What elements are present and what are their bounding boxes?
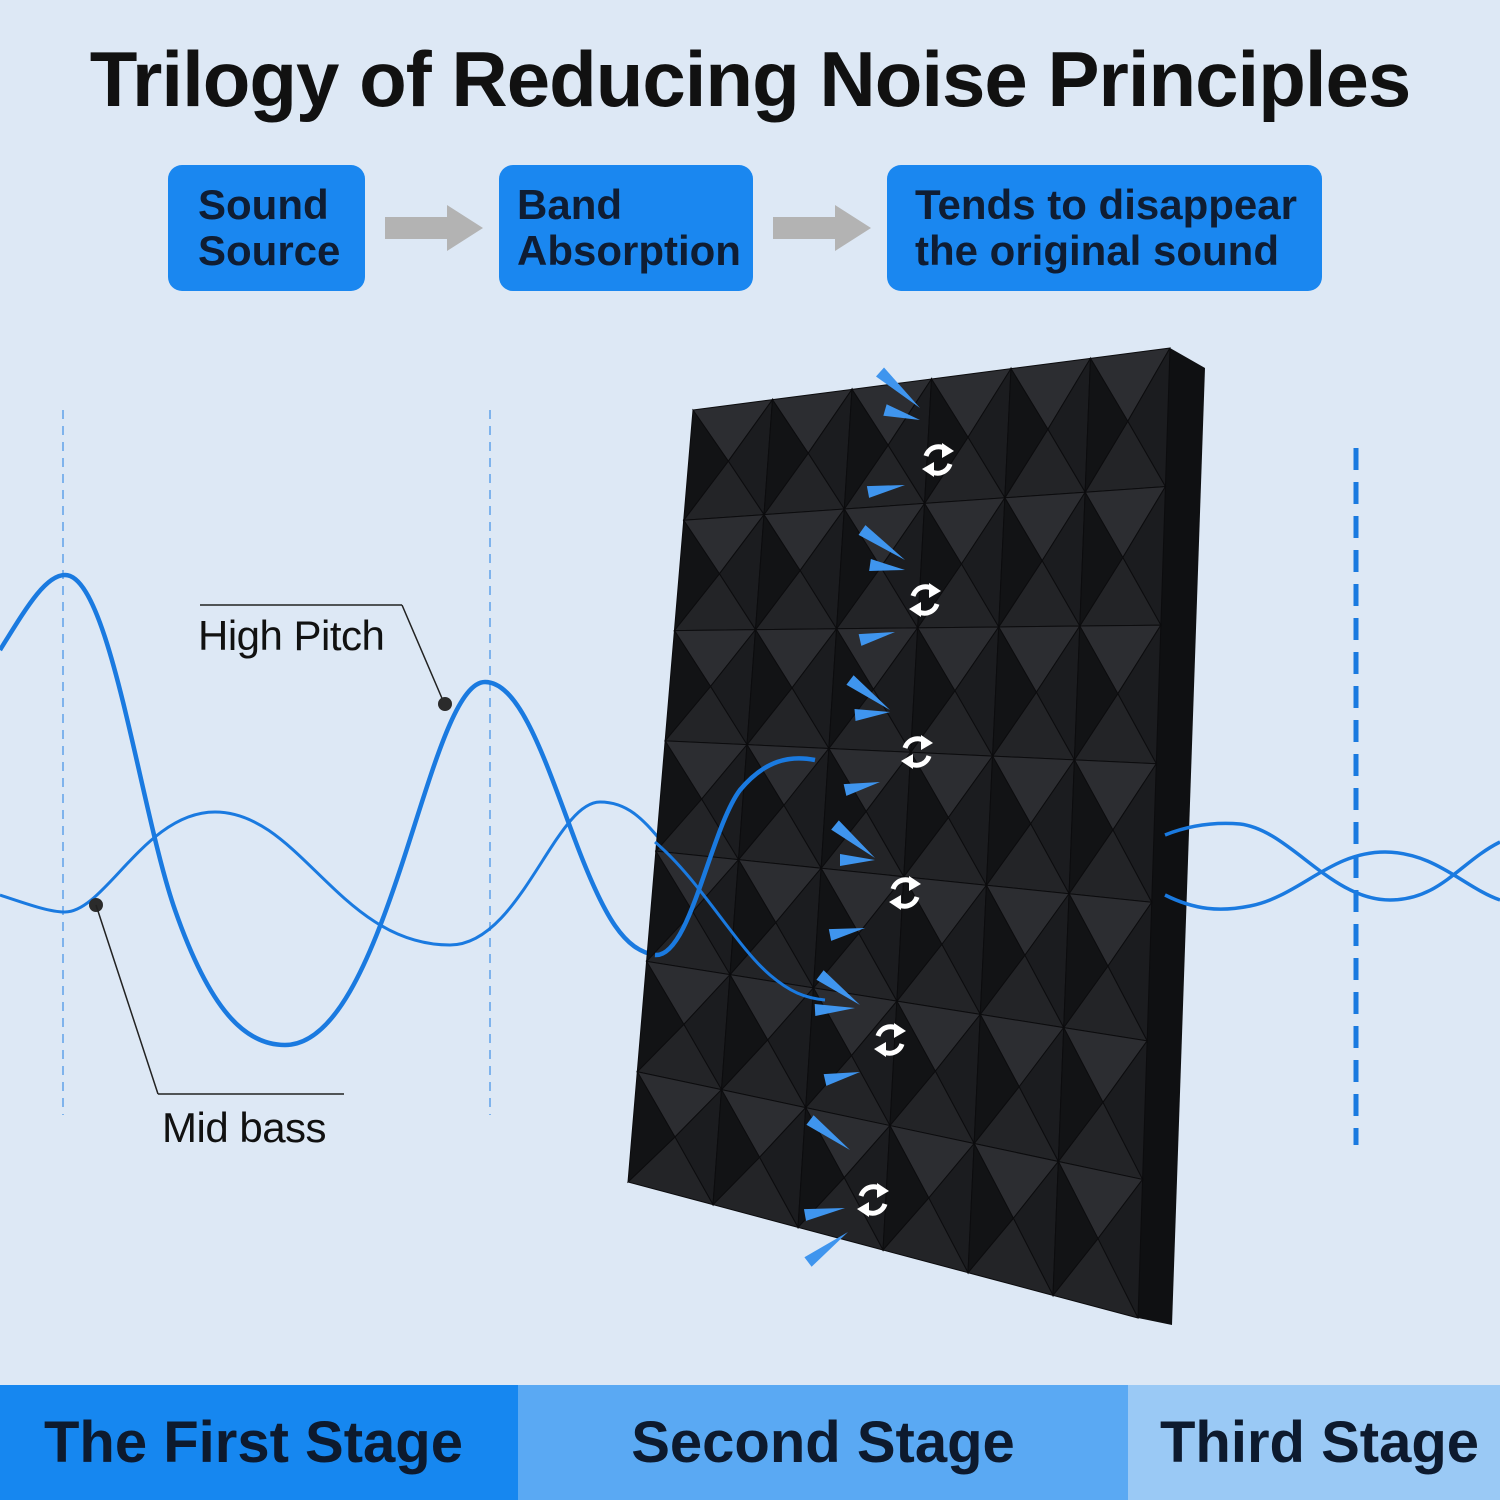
rotate-icon: [889, 876, 921, 910]
foam-pyramid-face: [843, 387, 889, 511]
rotate-icon: [922, 443, 954, 477]
foam-pyramids: [627, 347, 1171, 1319]
absorb-arrow-icon: [883, 404, 920, 420]
absorb-arrow-icon: [843, 782, 880, 796]
foam-pyramid-face: [1052, 1159, 1099, 1297]
foam-pyramid-face: [903, 750, 949, 879]
acoustic-foam-panel: [627, 347, 1205, 1325]
mid-bass-wave-on-foam: [654, 840, 826, 1002]
high-pitch-wave-on-foam: [654, 756, 816, 958]
step-band-absorption: Band Absorption: [499, 165, 753, 291]
absorption-markers: [803, 367, 954, 1267]
absorb-arrow-icon: [816, 970, 860, 1005]
step-label: Tends to disappear the original sound: [915, 181, 1297, 274]
foam-pyramid-face: [746, 628, 793, 747]
absorb-arrow-icon: [869, 559, 905, 571]
stage-bar: The First Stage Second Stage Third Stage: [0, 1385, 1500, 1500]
stage-label: The First Stage: [44, 1410, 463, 1475]
rotate-icon: [874, 1023, 906, 1057]
stage-first: The First Stage: [0, 1385, 518, 1500]
foam-pyramid-face: [973, 1012, 1020, 1146]
mid-bass-wave: [0, 800, 681, 947]
foam-pyramid-face: [1084, 356, 1129, 493]
absorb-arrow-icon: [866, 485, 905, 498]
foam-pyramid-face: [1079, 490, 1124, 628]
stage-second: Second Stage: [518, 1385, 1128, 1500]
foam-pyramid-face: [683, 408, 729, 522]
step-label: Band Absorption: [517, 181, 741, 274]
absorb-arrow-icon: [806, 1115, 850, 1150]
absorb-arrow-icon: [840, 854, 875, 866]
rotate-icon: [909, 583, 941, 617]
noise-reduction-illustration: [0, 347, 1500, 1325]
stage-third: Third Stage: [1128, 1385, 1500, 1500]
foam-pyramid-face: [636, 959, 685, 1074]
step-label: Sound Source: [198, 181, 341, 274]
absorb-arrow-icon: [875, 367, 920, 408]
foam-pyramid-face: [998, 496, 1043, 629]
foam-pyramid-face: [655, 739, 703, 853]
foam-pyramid-face: [917, 501, 963, 630]
arrow-right-icon: [773, 205, 871, 251]
absorb-arrow-icon: [846, 675, 890, 710]
foam-pyramid-face: [627, 1070, 676, 1184]
absorb-arrow-icon: [823, 1072, 860, 1086]
stage-label: Second Stage: [631, 1410, 1015, 1475]
foam-pyramid-face: [664, 629, 712, 743]
foam-pyramid-face: [673, 518, 721, 633]
high-pitch-label: High Pitch: [198, 612, 385, 659]
foam-pyramid-face: [712, 1087, 761, 1206]
foam-pyramid-face: [1057, 1025, 1104, 1164]
high-pitch-wave: [0, 572, 656, 1048]
high-pitch-leader: [200, 604, 452, 711]
foam-pyramid-face: [754, 513, 801, 632]
attenuated-wave-2: [1164, 850, 1500, 911]
step-disappear: Tends to disappear the original sound: [887, 165, 1322, 291]
absorb-arrow-icon: [814, 1004, 855, 1016]
foam-pyramid-face: [1073, 624, 1119, 762]
mid-bass-leader: [89, 898, 344, 1095]
absorb-arrow-icon: [854, 709, 890, 721]
absorb-arrow-icon: [828, 928, 865, 941]
foam-pyramid-face: [1063, 891, 1109, 1030]
foam-pyramid-face: [797, 1105, 845, 1229]
diagram-title: Trilogy of Reducing Noise Principles: [89, 35, 1412, 123]
foam-pyramid-face: [720, 973, 769, 1092]
foam-pyramid-face: [1068, 758, 1114, 896]
foam-pyramid-face: [820, 746, 867, 870]
absorb-arrow-icon: [804, 1232, 848, 1267]
foam-pyramid-face: [828, 627, 875, 751]
foam-pyramid-face: [979, 883, 1026, 1016]
absorb-arrow-icon: [858, 632, 895, 646]
foam-pyramid-face: [835, 507, 882, 631]
foam-pyramid-face: [991, 625, 1037, 758]
foam-pyramid-face: [737, 743, 785, 862]
foam-pyramid-face: [645, 849, 694, 963]
foam-pyramid-face: [967, 1141, 1014, 1275]
rotate-icon: [857, 1183, 889, 1217]
absorb-arrow-icon: [858, 525, 905, 560]
attenuated-wave-1: [1164, 821, 1500, 902]
foam-pyramid-face: [812, 866, 860, 990]
foam-pyramid-face: [985, 754, 1032, 887]
rotate-icon: [901, 735, 933, 769]
step-sound-source: Sound Source: [168, 165, 365, 291]
foam-pyramid-face: [882, 1123, 930, 1252]
absorb-arrow-icon: [831, 820, 875, 858]
stage-label: Third Stage: [1160, 1410, 1480, 1475]
absorb-arrow-icon: [803, 1208, 845, 1221]
foam-pyramid-face: [1004, 367, 1049, 500]
foam-pyramid-face: [763, 398, 809, 517]
foam-pyramid-face: [910, 626, 956, 754]
arrow-right-icon: [385, 205, 483, 251]
mid-bass-label: Mid bass: [162, 1104, 327, 1151]
